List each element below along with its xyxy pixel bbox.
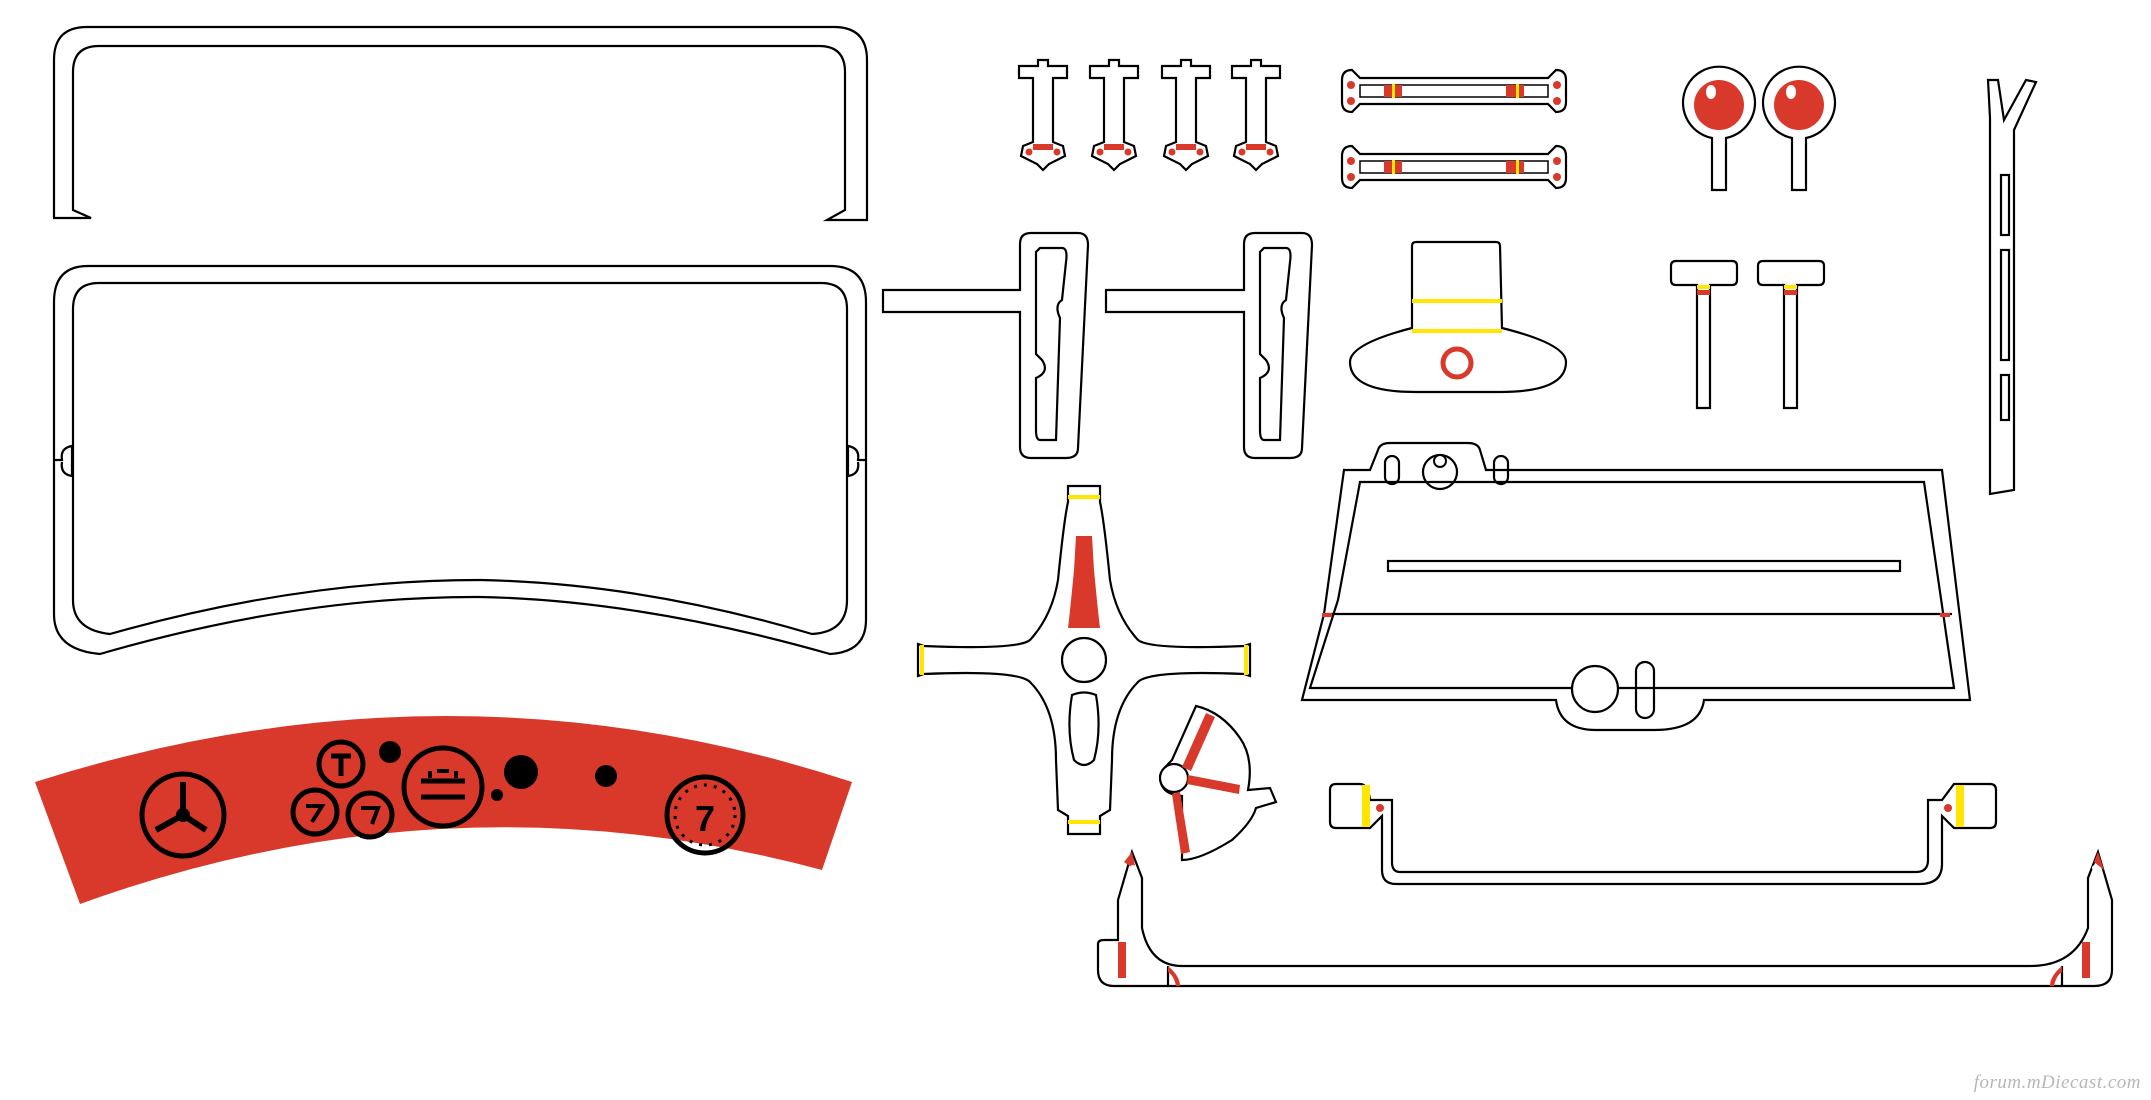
dashboard-panel: 7 xyxy=(35,716,852,904)
switch-small-icon xyxy=(491,789,503,801)
switch-dot-icon xyxy=(595,765,617,787)
stop-paddle xyxy=(1681,65,1757,192)
switch-large-icon xyxy=(504,755,538,789)
gauge-square-icon xyxy=(401,745,485,829)
step-bar xyxy=(1328,782,1998,886)
t-handle xyxy=(1669,259,1739,410)
hat-base xyxy=(1348,240,1568,394)
tie-rod xyxy=(1340,68,1568,114)
stop-paddles xyxy=(1681,65,1837,192)
clock-numeral: 7 xyxy=(695,798,715,839)
t-handle xyxy=(1756,259,1826,410)
gauge-cluster-icon xyxy=(290,739,395,840)
hinge-pin xyxy=(1088,58,1140,172)
lower-windshield-frame xyxy=(52,264,868,656)
crank-lever-right xyxy=(1104,231,1314,460)
upper-windshield-frame xyxy=(52,25,869,222)
crank-lever-left xyxy=(881,231,1090,460)
clock-icon: 7 xyxy=(664,774,746,856)
tall-bracket xyxy=(1986,78,2038,496)
hinge-pin xyxy=(1160,58,1212,172)
cross-bracket xyxy=(916,484,1252,836)
fan-segment xyxy=(1158,704,1278,862)
large-panel xyxy=(1300,441,1972,732)
indicator-lamp-icon xyxy=(379,741,401,763)
stop-paddle xyxy=(1761,65,1837,192)
short-tie-rods xyxy=(1340,68,1568,190)
gauge-three-dial-icon xyxy=(139,771,227,859)
dashboard-shape xyxy=(35,716,852,904)
bumper-bar xyxy=(1096,848,2114,988)
hinge-pins xyxy=(1017,58,1282,172)
watermark: forum.mDiecast.com xyxy=(1973,1072,2141,1093)
hinge-pin xyxy=(1230,58,1282,172)
hinge-pin xyxy=(1017,58,1069,172)
tie-rod xyxy=(1340,144,1568,190)
